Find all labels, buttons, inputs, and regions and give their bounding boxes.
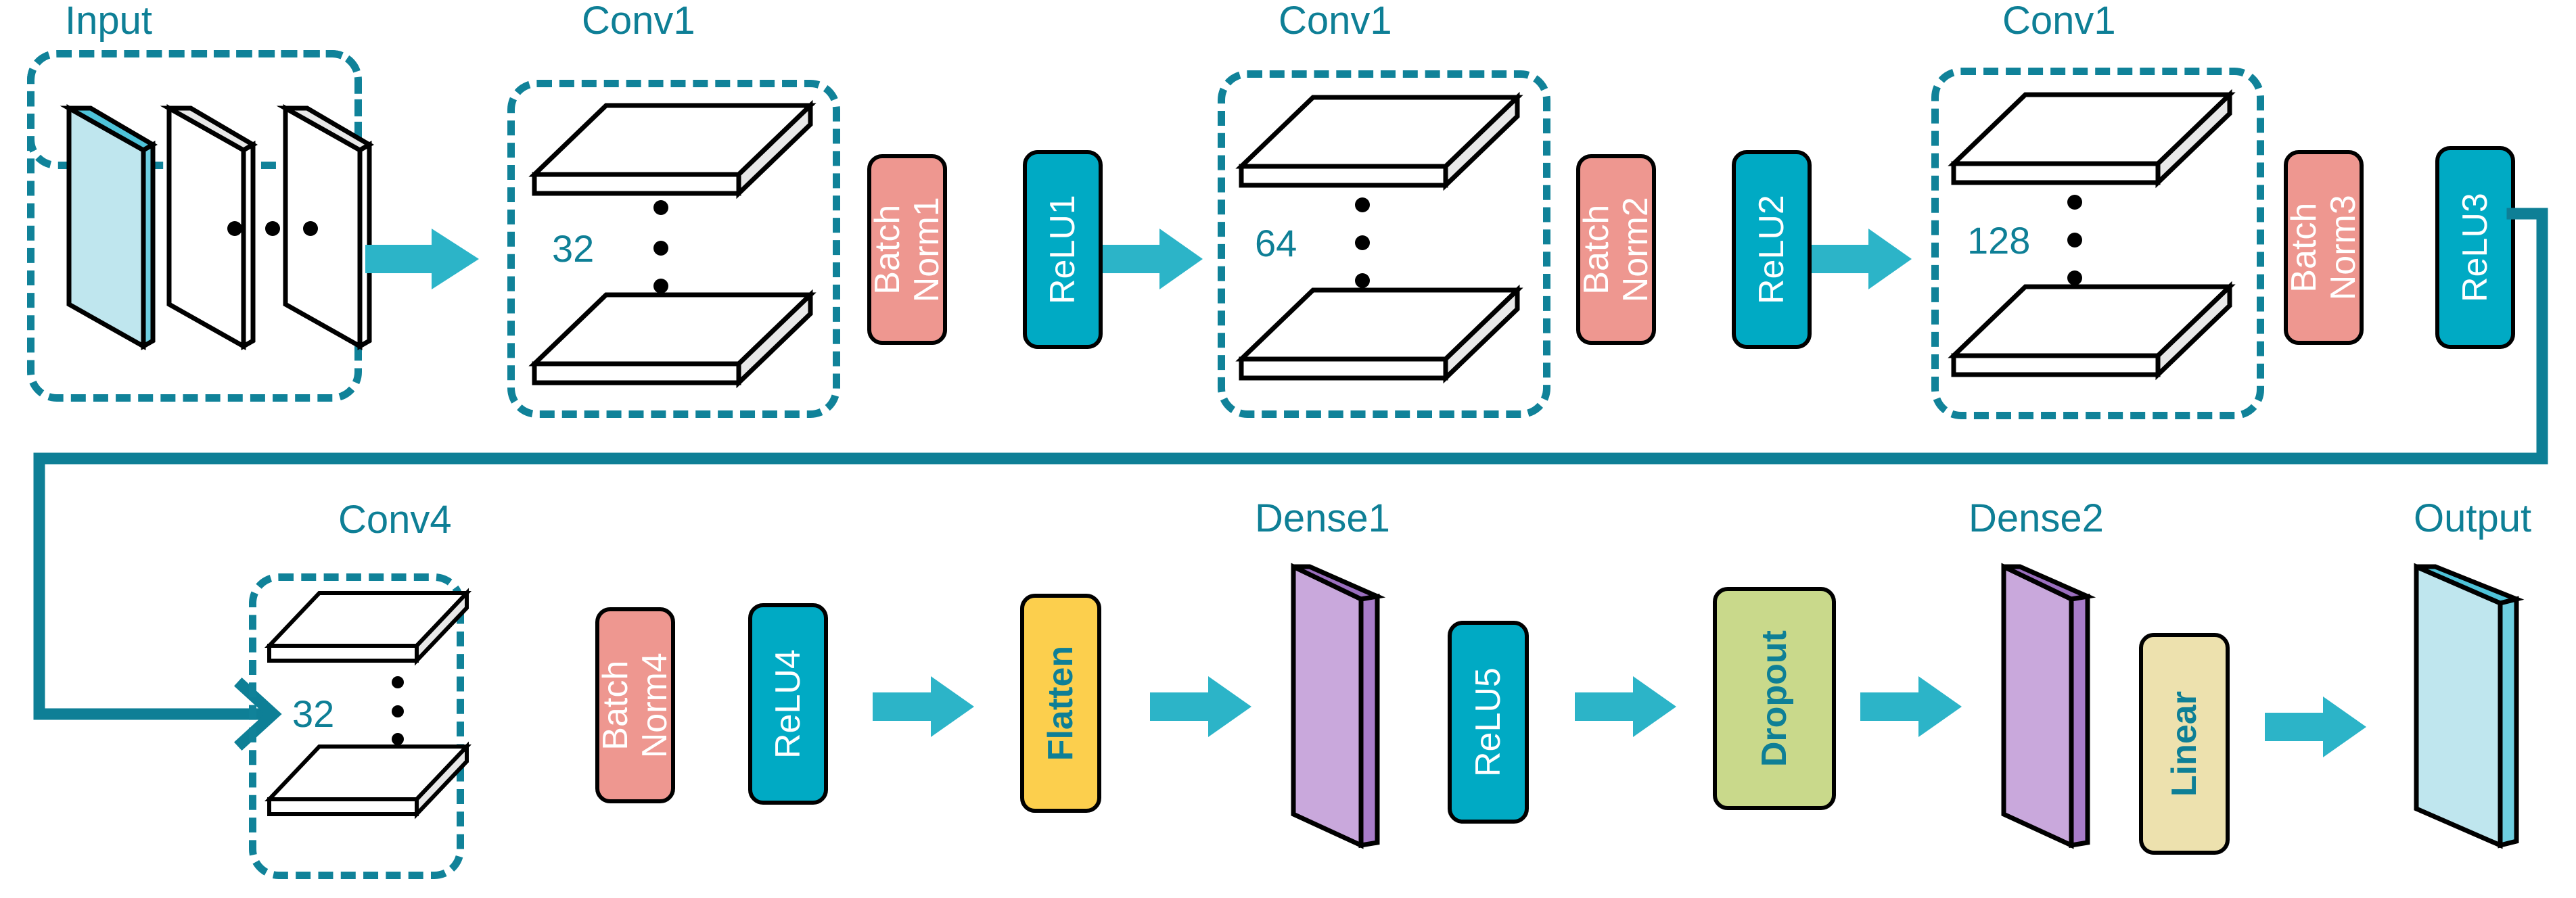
conv4-ellipsis-dot-2 [392,705,404,717]
input-ellipsis-dot-3 [303,221,318,236]
arrow-relu1-to-conv1b [1103,229,1204,289]
op-relu5[interactable]: ReLU5 [1448,621,1529,824]
op-relu5-label: ReLU5 [1468,667,1508,777]
conv1b-slab-bottom [1235,284,1525,384]
conv4-ellipsis-dot-1 [392,676,404,688]
op-relu2[interactable]: ReLU2 [1732,150,1812,349]
conv1c-slab-bottom [1948,281,2238,381]
channel-count-conv1-c: 128 [1967,219,2031,262]
dense1-slab [1285,563,1394,851]
op-relu3-label: ReLU3 [2455,193,2495,302]
conv1a-slab-top [528,99,819,199]
channel-count-conv4: 32 [292,692,335,735]
arrow-linear-to-output [2265,696,2368,757]
group-title-dense1: Dense1 [1255,496,1390,540]
arrow-relu5-to-dropout [1575,676,1678,737]
group-title-conv4: Conv4 [338,498,452,542]
output-slab [2408,563,2530,851]
dense2-slab [1996,563,2104,851]
conv1a-ellipsis-dot-2 [653,241,668,256]
op-flatten[interactable]: Flatten [1020,594,1101,813]
arrow-relu2-to-conv1c [1812,229,1913,289]
op-linear[interactable]: Linear [2139,633,2230,855]
arrow-input-to-conv1a [365,229,480,289]
input-slab-1 [60,104,158,352]
op-flatten-label: Flatten [1040,645,1080,761]
group-title-conv1-b: Conv1 [1279,0,1392,43]
conv1b-slab-top [1235,91,1525,191]
conv1c-slab-top [1948,89,2238,189]
conv1a-slab-bottom [528,289,819,389]
op-relu4[interactable]: ReLU4 [748,603,828,805]
group-title-conv1-a: Conv1 [582,0,695,43]
conv1c-ellipsis-dot-3 [2067,270,2082,285]
op-relu1-label: ReLU1 [1042,195,1082,304]
op-dropout[interactable]: Dropout [1713,587,1836,810]
conv4-ellipsis-dot-3 [392,733,404,745]
input-ellipsis-dot-2 [265,221,280,236]
conv1b-ellipsis-dot-1 [1355,197,1370,212]
input-ellipsis-dot-1 [227,221,242,236]
arrow-relu4-to-flatten [873,676,975,737]
op-relu4-label: ReLU4 [768,649,808,759]
input-slab-3 [276,104,374,352]
group-box-conv4 [249,573,464,879]
op-dropout-label: Dropout [1754,630,1794,767]
arrow-dropout-to-dense2 [1860,676,1963,737]
conv1a-ellipsis-dot-1 [653,200,668,215]
channel-count-conv1-a: 32 [552,227,595,270]
group-title-dense2: Dense2 [1969,496,2104,540]
conv1c-ellipsis-dot-2 [2067,233,2082,247]
conv4-slab-top [264,588,472,666]
group-title-conv1-c: Conv1 [2002,0,2116,43]
conv1c-ellipsis-dot-1 [2067,195,2082,210]
conv1b-ellipsis-dot-2 [1355,235,1370,250]
channel-count-conv1-b: 64 [1255,222,1297,264]
conv4-slab-bottom [264,741,472,820]
conv1b-ellipsis-dot-3 [1355,273,1370,288]
op-linear-label: Linear [2164,690,2204,797]
group-title-output: Output [2414,496,2532,540]
arrow-flatten-to-dense1 [1150,676,1253,737]
op-relu3[interactable]: ReLU3 [2435,146,2515,349]
op-relu1[interactable]: ReLU1 [1023,150,1103,349]
op-relu2-label: ReLU2 [1751,195,1791,304]
group-title-input: Input [65,0,152,43]
conv1a-ellipsis-dot-3 [653,279,668,293]
